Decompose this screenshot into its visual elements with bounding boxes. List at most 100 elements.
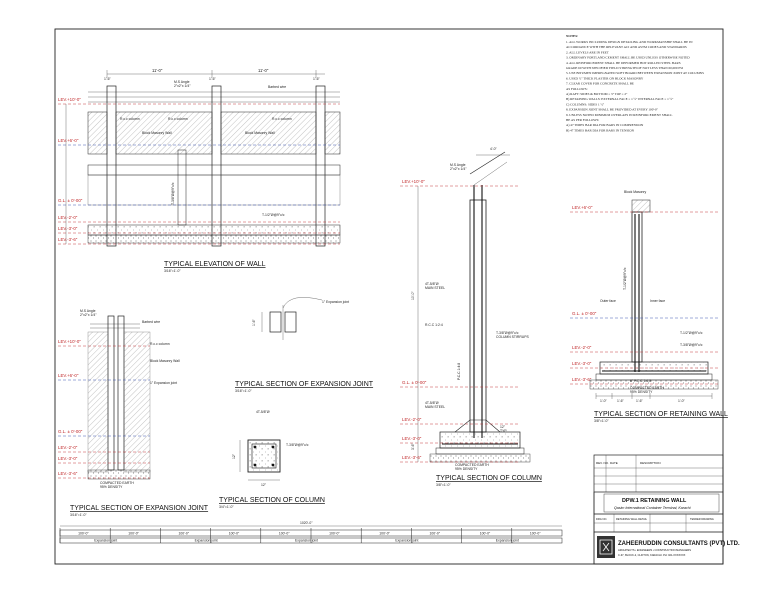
col-rcc-label: R.C.C 1:2:4 bbox=[425, 323, 443, 327]
rw-dim-3: 1'-6" bbox=[636, 399, 644, 403]
col-vdim-1: 10'-0" bbox=[411, 291, 415, 300]
strip-total: 1020'-0" bbox=[300, 521, 313, 525]
stirrup-label-1: T-3/8"Ø@9"c/c bbox=[171, 182, 175, 205]
tb-date: DATE bbox=[610, 461, 618, 465]
col-ties-label: T-3/8"Ø@9"c/c bbox=[286, 443, 309, 447]
ej-masonry-label: Block Masonry Wall bbox=[150, 359, 180, 363]
tb-firm: ZAHEERUDDIN CONSULTANTS (PVT) LTD. bbox=[618, 541, 740, 547]
ej-level-5: LEV.-3'-0" bbox=[58, 456, 78, 461]
elev-level-5: LEV.-3'-0" bbox=[58, 226, 78, 231]
col-top-dim: 4'-0" bbox=[490, 147, 498, 151]
ej-level-1: LEV.+10'-0" bbox=[58, 339, 81, 344]
col-pcc-label: P.C.C 1:4:8 bbox=[457, 363, 461, 380]
tb-firm-sub: ARCHITECTS • ENGINEERS • CONSTRUCTION MA… bbox=[618, 548, 691, 552]
col-level-3: LEV.-2'-0" bbox=[402, 417, 422, 422]
strip-segment-label: 100'-0" bbox=[179, 532, 190, 536]
tb-desc: DESCRIPTION bbox=[640, 461, 661, 465]
ej-joint-label: 1" Expansion joint bbox=[150, 381, 177, 385]
note-line: 3. ORDINARY PORTLAND CEMENT SHALL BE USE… bbox=[566, 56, 690, 60]
note-line: BE AS PER FOLLOWS: bbox=[566, 118, 599, 122]
rw-dim-4: 1'-0" bbox=[678, 399, 686, 403]
tb-project-title: DPW.1 RETAINING WALL bbox=[622, 498, 687, 504]
strip-joint-label: Expansion joint bbox=[395, 539, 418, 543]
rw-inner-face: Inner face bbox=[650, 299, 665, 303]
rw-bar-1: T-1/2"Ø@9"c/c bbox=[623, 267, 627, 290]
column-square-section: 12" 12" 4T-5/8"Ø T-3/8"Ø@9"c/c TYPICAL S… bbox=[219, 410, 325, 509]
rw-level-1: LEV.+6'-0" bbox=[572, 205, 593, 210]
rcc-label-3: R.c.c column bbox=[272, 117, 292, 121]
col-vdim-2: 3'-6" bbox=[411, 442, 415, 450]
exp-section-dim: 1'-6" bbox=[252, 318, 256, 326]
exp-section-label: 1" Expansion joint bbox=[322, 300, 349, 304]
strip-segment-label: 100'-0" bbox=[379, 532, 390, 536]
title-block: REV. NO. DATE DESCRIPTION DPW.1 RETAININ… bbox=[593, 454, 740, 565]
tb-rev: REV. NO. bbox=[596, 461, 609, 465]
strip-segment-label: 100'-0" bbox=[329, 532, 340, 536]
elev-level-4: LEV.-2'-0" bbox=[58, 215, 78, 220]
rw-level-2: G.L. ± 0'-00" bbox=[572, 311, 597, 316]
note-line: 9. UNLESS NOTED MINIMUM OVERLAPS IN REIN… bbox=[566, 113, 672, 117]
ej-barbed-label: Barbed wire bbox=[142, 320, 160, 324]
col-title: TYPICAL SECTION OF COLUMN bbox=[436, 475, 542, 482]
note-line: 1. ALL WORKS INCLUDING DESIGN DETAILING … bbox=[566, 40, 693, 44]
note-line: B) RETAINING WALLS: EXTERNAL FACE = 1 ½"… bbox=[566, 97, 674, 101]
ej-scale: 3/16"=1'-0" bbox=[70, 513, 87, 517]
strip-joint-label: Expansion joint bbox=[195, 539, 218, 543]
col-section-scale: 3/4"=1'-0" bbox=[219, 505, 234, 509]
rw-pcc-label: 6" P.C.C 1:4:8 bbox=[630, 379, 651, 383]
elev-level-2: LEV.+6'-0" bbox=[58, 138, 79, 143]
ej-level-2: LEV.+6'-0" bbox=[58, 373, 79, 378]
exp-section-scale: 3/16"=1'-0" bbox=[235, 389, 252, 393]
rw-scale: 3/8"=1'-0" bbox=[594, 419, 609, 423]
retaining-wall-section: 1'-0" 1'-6" 1'-6" 1'-0" Block Masonry Ou… bbox=[570, 190, 728, 423]
tb-r1c2: RETAINING WALL DETAIL bbox=[616, 517, 648, 521]
note-line: 6. USED ½" THICK PLASTER ON BLOCK MASONR… bbox=[566, 76, 644, 80]
ej-title: TYPICAL SECTION OF EXPANSION JOINT bbox=[70, 505, 209, 512]
tb-firm-sub2: C-37, BLOCK-2, CLIFTON, KARACHI. PH: 021… bbox=[618, 553, 686, 557]
strip-segment-label: 100'-0" bbox=[279, 532, 290, 536]
rw-level-3: LEV.-2'-0" bbox=[572, 345, 592, 350]
col-dim-w: 12" bbox=[261, 483, 267, 487]
note-line: AS FOLLOWS: bbox=[566, 87, 588, 91]
strip-segment-label: 100'-0" bbox=[480, 532, 491, 536]
note-line: 8. EXPANSION JOINT SHALL BE PROVIDED AT … bbox=[566, 108, 659, 112]
notes-lines: 1. ALL WORKS INCLUDING DESIGN DETAILING … bbox=[566, 40, 704, 132]
ej-rcc-label: R.c.c column bbox=[150, 342, 170, 346]
tb-r1c1: DRG NO. bbox=[596, 517, 607, 521]
expansion-joint-strip: 1020'-0" 100'-0" Expansion joint 100'-0" 10… bbox=[59, 521, 563, 544]
elev-level-6: LEV.-3'-6" bbox=[58, 237, 78, 242]
rw-outer-face: Outer face bbox=[600, 299, 616, 303]
rw-bar-2: T-1/2"Ø@9"c/c bbox=[680, 331, 703, 335]
notes-block: NOTES: 1. ALL WORKS INCLUDING DESIGN DET… bbox=[566, 34, 704, 132]
tb-project-sub: Qasim International Container Terminal, … bbox=[614, 506, 691, 510]
elev-level-3: G.L. ± 0'-00" bbox=[58, 198, 83, 203]
masonry-label-2: Block Masonry Wall bbox=[245, 131, 275, 135]
col-level-2: G.L. ± 0'-00" bbox=[402, 380, 427, 385]
col-dim-h: 12" bbox=[232, 453, 236, 459]
tb-r1c4: TENDER DRAWING bbox=[690, 517, 714, 521]
strip-segment-label: 100'-0" bbox=[78, 532, 89, 536]
elevation-of-wall: 11'-0" 11'-0" 1'-6" 1'-6" 1'-6" M.S Angl… bbox=[58, 68, 341, 273]
note-line: 4. ALL REINFORCEMENT SHALL BE DEFORMED H… bbox=[566, 61, 681, 65]
note-line: A) 47 TIMES BAR DIA FOR BARS IN COMPRESS… bbox=[566, 123, 644, 127]
strip-segment-label: 100'-0" bbox=[530, 532, 541, 536]
col-level-4: LEV.-3'-0" bbox=[402, 436, 422, 441]
col-bars-label: 4T-5/8"Ø bbox=[256, 410, 270, 414]
ej-level-3: G.L. ± 0'-00" bbox=[58, 429, 83, 434]
rcc-label-2: R.c.c column bbox=[168, 117, 188, 121]
span-dim-1: 11'-0" bbox=[152, 68, 163, 73]
note-line: ACCORDANCE WITH THE RELEVANT ACI AND AST… bbox=[566, 45, 687, 49]
col-dim-2: 1'-6" bbox=[209, 77, 217, 81]
col-level-5: LEV.-3'-6" bbox=[402, 455, 422, 460]
col-base-label: 12"TYP. bbox=[500, 425, 507, 433]
strip-segment-label: 100'-0" bbox=[430, 532, 441, 536]
rw-level-5: LEV.-3'-6" bbox=[572, 377, 592, 382]
span-dim-2: 11'-0" bbox=[258, 68, 269, 73]
barbed-wire-label: Barbed wire bbox=[268, 85, 286, 89]
